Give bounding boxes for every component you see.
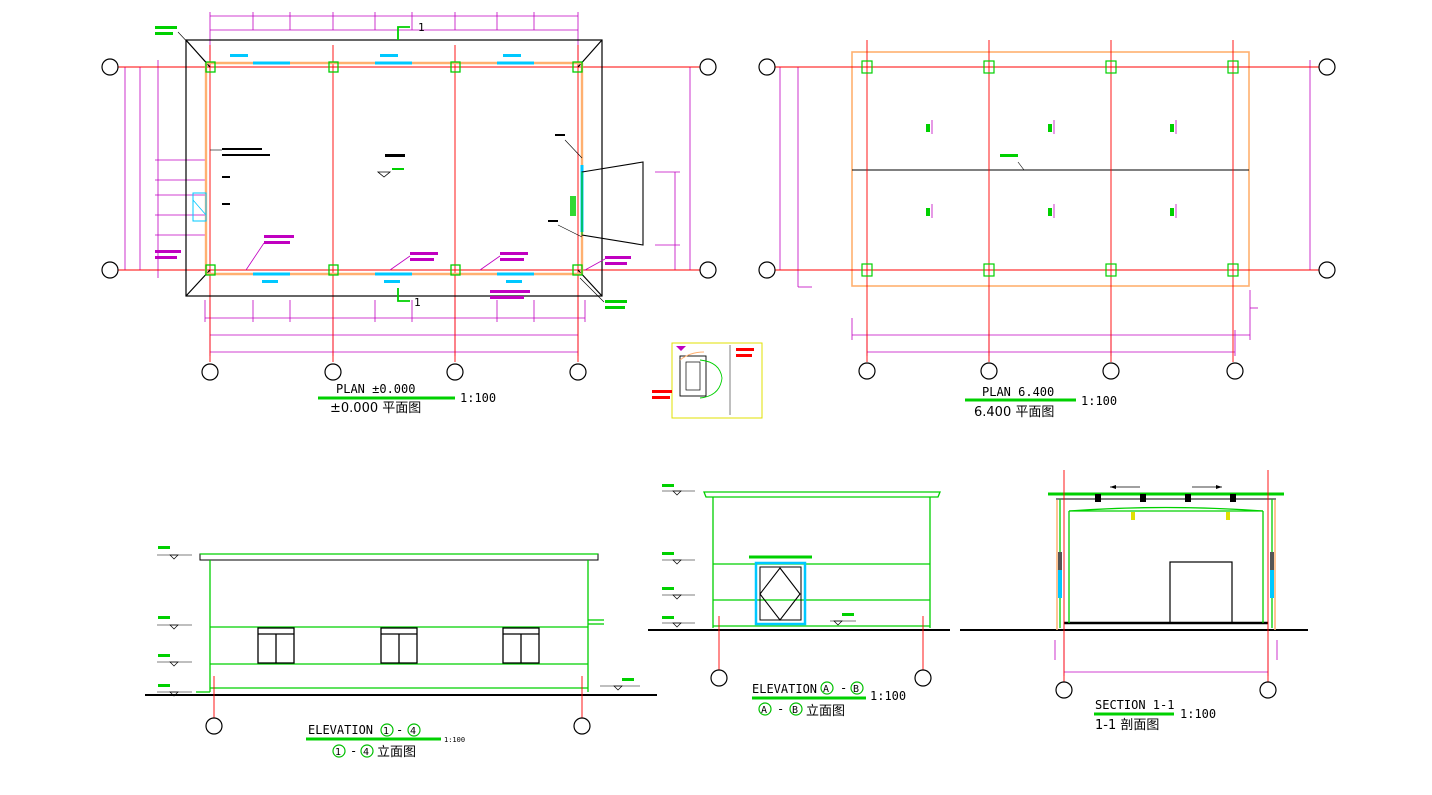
elevab-cn-axis-a-circle [758, 702, 772, 716]
plan-roof-outline [851, 51, 1250, 287]
elevab-bubble-b [914, 669, 932, 687]
sec-lights [1131, 512, 1230, 520]
plan-roof-grid-bubbles [758, 58, 1336, 380]
elev14-bubble-4 [573, 717, 591, 735]
plan-ground-dims-right [600, 66, 695, 271]
elev14-cn-axis-b: 4 [363, 747, 369, 758]
plan-ground-floor: 1 1 [101, 12, 717, 416]
plan-roof-title-en: PLAN 6.400 [982, 385, 1054, 399]
elev14-cn-axis-a-circle [332, 744, 346, 758]
elev14-cn-axis-a: 1 [335, 747, 341, 758]
plan-ground-section-cut-bottom [397, 288, 410, 302]
plan-ground-entrance-canopy [581, 161, 644, 246]
elevab-cn-axis-b: B [792, 705, 798, 716]
ridge-leader [1017, 161, 1025, 171]
elevab-title-axis-a-circle [820, 681, 834, 695]
elev14-title-cn: 立面图 [377, 745, 416, 760]
elevab-grid [718, 616, 924, 670]
sec-scale: 1:100 [1180, 707, 1216, 721]
elevab-walls [712, 497, 931, 628]
elevab-roof [703, 491, 941, 498]
elev14-title-dash: - [396, 723, 403, 737]
sec-door [1169, 561, 1233, 624]
sec-title-cn: 1-1 剖面图 [1095, 718, 1159, 733]
section-mark-top: 1 [418, 21, 425, 34]
elev14-bubble-1 [205, 717, 223, 735]
plan-roof-columns [861, 60, 1239, 277]
plan-ground-grid-bubbles [101, 58, 717, 381]
plan-ground-title-en: PLAN ±0.000 [336, 382, 415, 396]
plan-ground-title-cn: ±0.000 平面图 [330, 401, 421, 416]
plan-roof-dims [776, 60, 1315, 356]
elev14-windows [257, 627, 540, 664]
elev14-title-axis-a: 1 [383, 726, 389, 737]
elevab-cn-dash: - [777, 702, 784, 716]
elevab-title-dash: - [840, 681, 847, 695]
sec-wall-finish [1056, 500, 1276, 630]
sec-roof [1048, 485, 1284, 502]
sec-bubble-b [1259, 681, 1277, 699]
elev14-grid [213, 676, 583, 718]
plan-ground-left-door [192, 192, 207, 222]
elevab-bubble-a [710, 669, 728, 687]
elev14-cn-axis-b-circle [360, 744, 374, 758]
detail-callout [652, 342, 763, 419]
elevab-scale: 1:100 [870, 689, 906, 703]
plan-ground-dims-bottom [204, 300, 586, 356]
plan-roof-scale: 1:100 [1081, 394, 1117, 408]
plan-ground-dims-left [120, 60, 205, 278]
elev14-title-axis-b-circle [407, 723, 421, 737]
sec-title-en: SECTION 1-1 [1095, 698, 1174, 712]
section-mark-bottom: 1 [414, 296, 421, 309]
elevation-a-b: ELEVATION A - B 1:100 A - B 立面图 [648, 484, 950, 719]
elevab-title-axis-a: A [823, 684, 829, 695]
elev14-walls [196, 560, 604, 693]
elevab-title-prefix: ELEVATION [752, 682, 817, 696]
plan-roof-grid-axes [775, 40, 1320, 362]
elevab-cn-axis-b-circle [789, 702, 803, 716]
plan-roof-title-cn: 6.400 平面图 [974, 405, 1054, 420]
elevab-door [754, 561, 807, 626]
plan-ground-annotations [155, 26, 631, 309]
elevab-title-axis-b-circle [850, 681, 864, 695]
plan-roof-purlin-labels [926, 124, 1174, 216]
elev14-cn-dash: - [350, 744, 357, 758]
plan-ground-columns [205, 61, 583, 276]
elevab-title-cn: 立面图 [806, 704, 845, 719]
sec-dims [1054, 640, 1278, 676]
elev14-title-prefix: ELEVATION [308, 723, 373, 737]
sec-grid [1063, 470, 1269, 682]
elevab-cn-axis-a: A [761, 705, 767, 716]
plan-ground-windows [253, 61, 584, 276]
elev14-level-markers [157, 546, 640, 697]
plan-roof: PLAN 6.400 6.400 平面图 1:100 [758, 40, 1336, 420]
elev14-title-axis-a-circle [380, 723, 394, 737]
elev14-scale: 1:100 [444, 736, 465, 744]
elevation-1-4: ELEVATION 1 - 4 1 - 4 立面图 1:100 [145, 546, 657, 760]
elev14-roof [199, 553, 599, 561]
sec-wall-openings [1058, 552, 1274, 598]
elevab-title-axis-b: B [853, 684, 859, 695]
section-1-1: SECTION 1-1 1-1 剖面图 1:100 [960, 470, 1308, 733]
sec-walls [1059, 499, 1273, 628]
plan-ground-dims-top [209, 12, 579, 60]
elev14-title-axis-b: 4 [410, 726, 416, 737]
elevab-level-markers [662, 484, 856, 628]
plan-roof-purlin-marks [931, 120, 1177, 218]
plan-ground-section-cut-top [397, 26, 410, 40]
plan-ground-scale: 1:100 [460, 391, 496, 405]
sec-bubble-a [1055, 681, 1073, 699]
